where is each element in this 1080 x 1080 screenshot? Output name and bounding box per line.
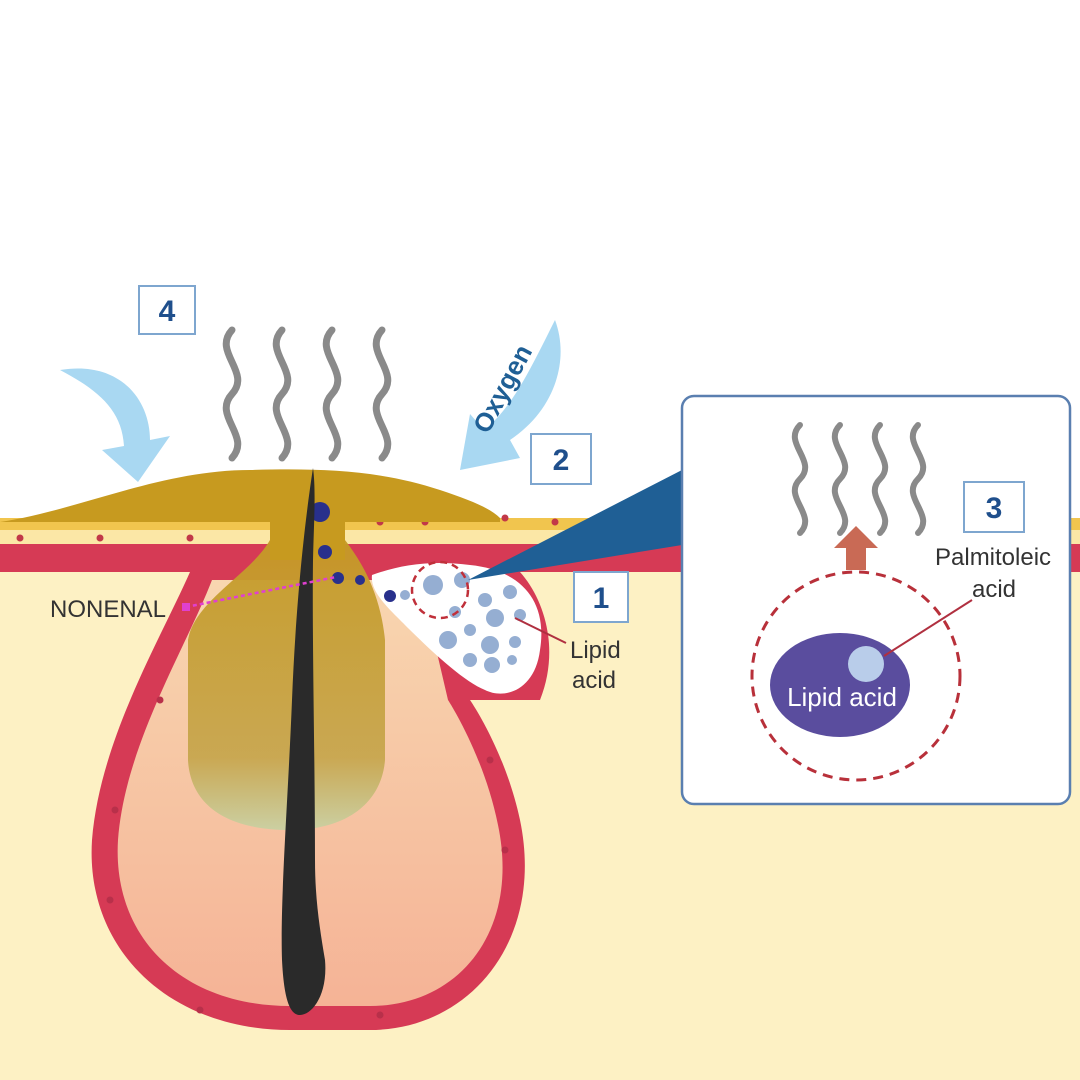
nonenal-pointer-end [182,603,190,611]
lipid-highlight-circle [410,560,470,620]
nonenal-pointer-line [185,575,337,609]
step-3-number: 3 [986,492,1003,525]
step-4-number: 4 [159,295,176,328]
nonenal-label: NONENAL [50,596,166,623]
up-arrow-icon [834,526,878,570]
lipid-droplets [400,572,526,673]
nonenal-molecules [310,502,396,602]
oxygen-curved-arrow-icon [460,320,561,470]
inset-lipid-acid-label: Lipid acid [787,682,897,712]
palmitoleic-pointer-line [883,599,973,657]
palmitoleic-label-line2: acid [972,576,1016,603]
step-2-box: 2 [530,433,592,485]
sebaceous-gland [371,563,542,694]
lipid-label-line2: acid [572,667,616,694]
lipid-pointer-line [514,617,567,644]
step-4-box: 4 [138,285,196,335]
odor-waves-icon [222,326,392,462]
sebum-mound [0,469,500,522]
inset-odor-waves-icon [791,422,927,536]
sebum-column [188,540,385,830]
step-3-box: 3 [963,481,1025,533]
follicle-wall-pores [106,696,509,1019]
step-1-number: 1 [593,582,610,615]
callout-beam [468,470,682,580]
inset-dashed-circle [750,570,962,782]
inset-panel: 3 Palmitoleic acid Lipid acid [680,394,1072,806]
palmitoleic-label-line1: Palmitoleic [935,544,1051,571]
palmitoleic-droplet [848,646,884,682]
step-2-number: 2 [553,444,570,477]
step-1-box: 1 [573,571,629,623]
left-curved-arrow-icon [60,368,170,482]
hair-shaft [281,468,326,1015]
lipid-label-line1: Lipid [570,637,621,664]
